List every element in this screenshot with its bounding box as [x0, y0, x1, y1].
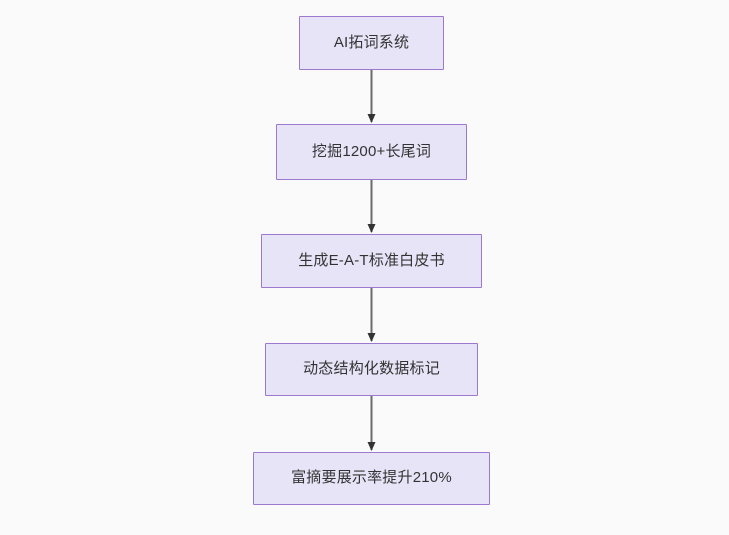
flow-node-label: 挖掘1200+长尾词: [311, 142, 432, 160]
flow-node-label: 生成E-A-T标准白皮书: [298, 251, 445, 269]
flow-node-label: AI拓词系统: [333, 33, 410, 51]
flow-node-dynamic-structured-data-markup[interactable]: 动态结构化数据标记: [265, 343, 478, 396]
flow-node-label: 动态结构化数据标记: [303, 360, 440, 378]
flow-node-rich-snippet-impression-lift[interactable]: 富摘要展示率提升210%: [253, 452, 490, 505]
flow-node-generate-eat-whitepaper[interactable]: 生成E-A-T标准白皮书: [261, 234, 482, 288]
flow-node-ai-keyword-system[interactable]: AI拓词系统: [299, 16, 444, 70]
flow-node-label: 富摘要展示率提升210%: [291, 469, 452, 487]
flow-node-mine-longtail-keywords[interactable]: 挖掘1200+长尾词: [276, 124, 467, 180]
